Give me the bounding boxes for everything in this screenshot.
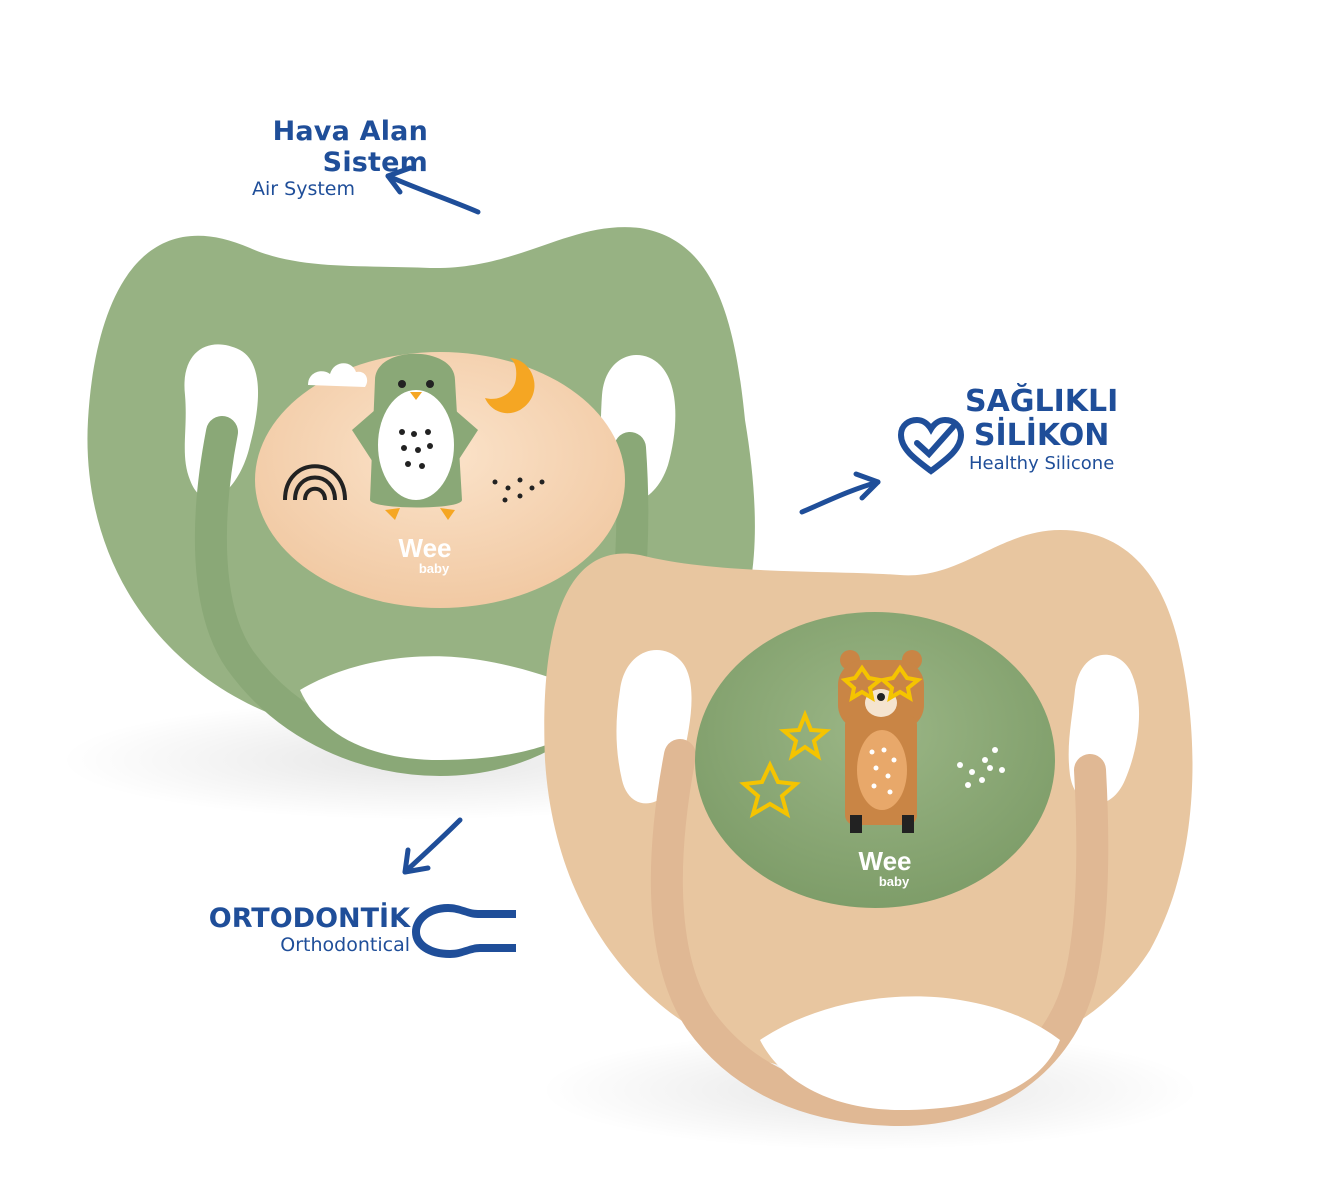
feature-healthy-title-2: SİLİKON xyxy=(973,418,1110,453)
arrow-ortho xyxy=(402,817,463,875)
heart-check-icon xyxy=(897,417,965,475)
green-brand-logo: Wee baby xyxy=(380,535,470,576)
orthodontic-nipple-icon xyxy=(412,904,516,958)
arrow-ortho-head xyxy=(402,847,431,875)
arrow-healthy xyxy=(799,479,881,515)
cloud-icon xyxy=(308,363,368,387)
arrow-healthy-head xyxy=(853,471,881,501)
feature-orthodontic: ORTODONTİK Orthodontical xyxy=(195,903,410,956)
green-brand-name: Wee xyxy=(398,533,452,563)
feature-ortho-subtitle: Orthodontical xyxy=(280,934,410,956)
green-brand-sub: baby xyxy=(418,561,450,576)
star-icon-large xyxy=(739,760,801,819)
beige-brand-sub: baby xyxy=(878,874,910,889)
feature-healthy-silicone: SAĞLIKLI SİLİKON Healthy Silicone xyxy=(895,385,1135,480)
beige-brand-logo: Wee baby xyxy=(840,848,930,889)
beige-brand-name: Wee xyxy=(858,846,912,876)
beige-ring-opening xyxy=(760,996,1060,1110)
green-ring-opening xyxy=(300,656,600,760)
beige-pacifier xyxy=(544,530,1193,1127)
feature-healthy-title-1: SAĞLIKLI xyxy=(965,384,1119,419)
bear-icon xyxy=(838,650,924,833)
moon-icon xyxy=(485,358,535,414)
beige-handle-ring xyxy=(650,739,1109,1127)
feature-healthy-subtitle: Healthy Silicone xyxy=(968,453,1115,474)
white-dots-decoration xyxy=(957,747,1005,788)
dots-decoration xyxy=(492,477,545,503)
arrow-air-head xyxy=(385,165,413,195)
feature-air-system: Hava Alan Sistem Air System xyxy=(158,116,428,200)
penguin-icon xyxy=(352,353,478,520)
rainbow-icon xyxy=(283,464,347,501)
feature-ortho-title: ORTODONTİK xyxy=(208,903,410,934)
arrow-air xyxy=(385,173,481,215)
feature-air-subtitle: Air System xyxy=(252,178,355,200)
star-icon-small xyxy=(778,709,832,761)
feature-air-title: Hava Alan Sistem xyxy=(272,116,428,178)
